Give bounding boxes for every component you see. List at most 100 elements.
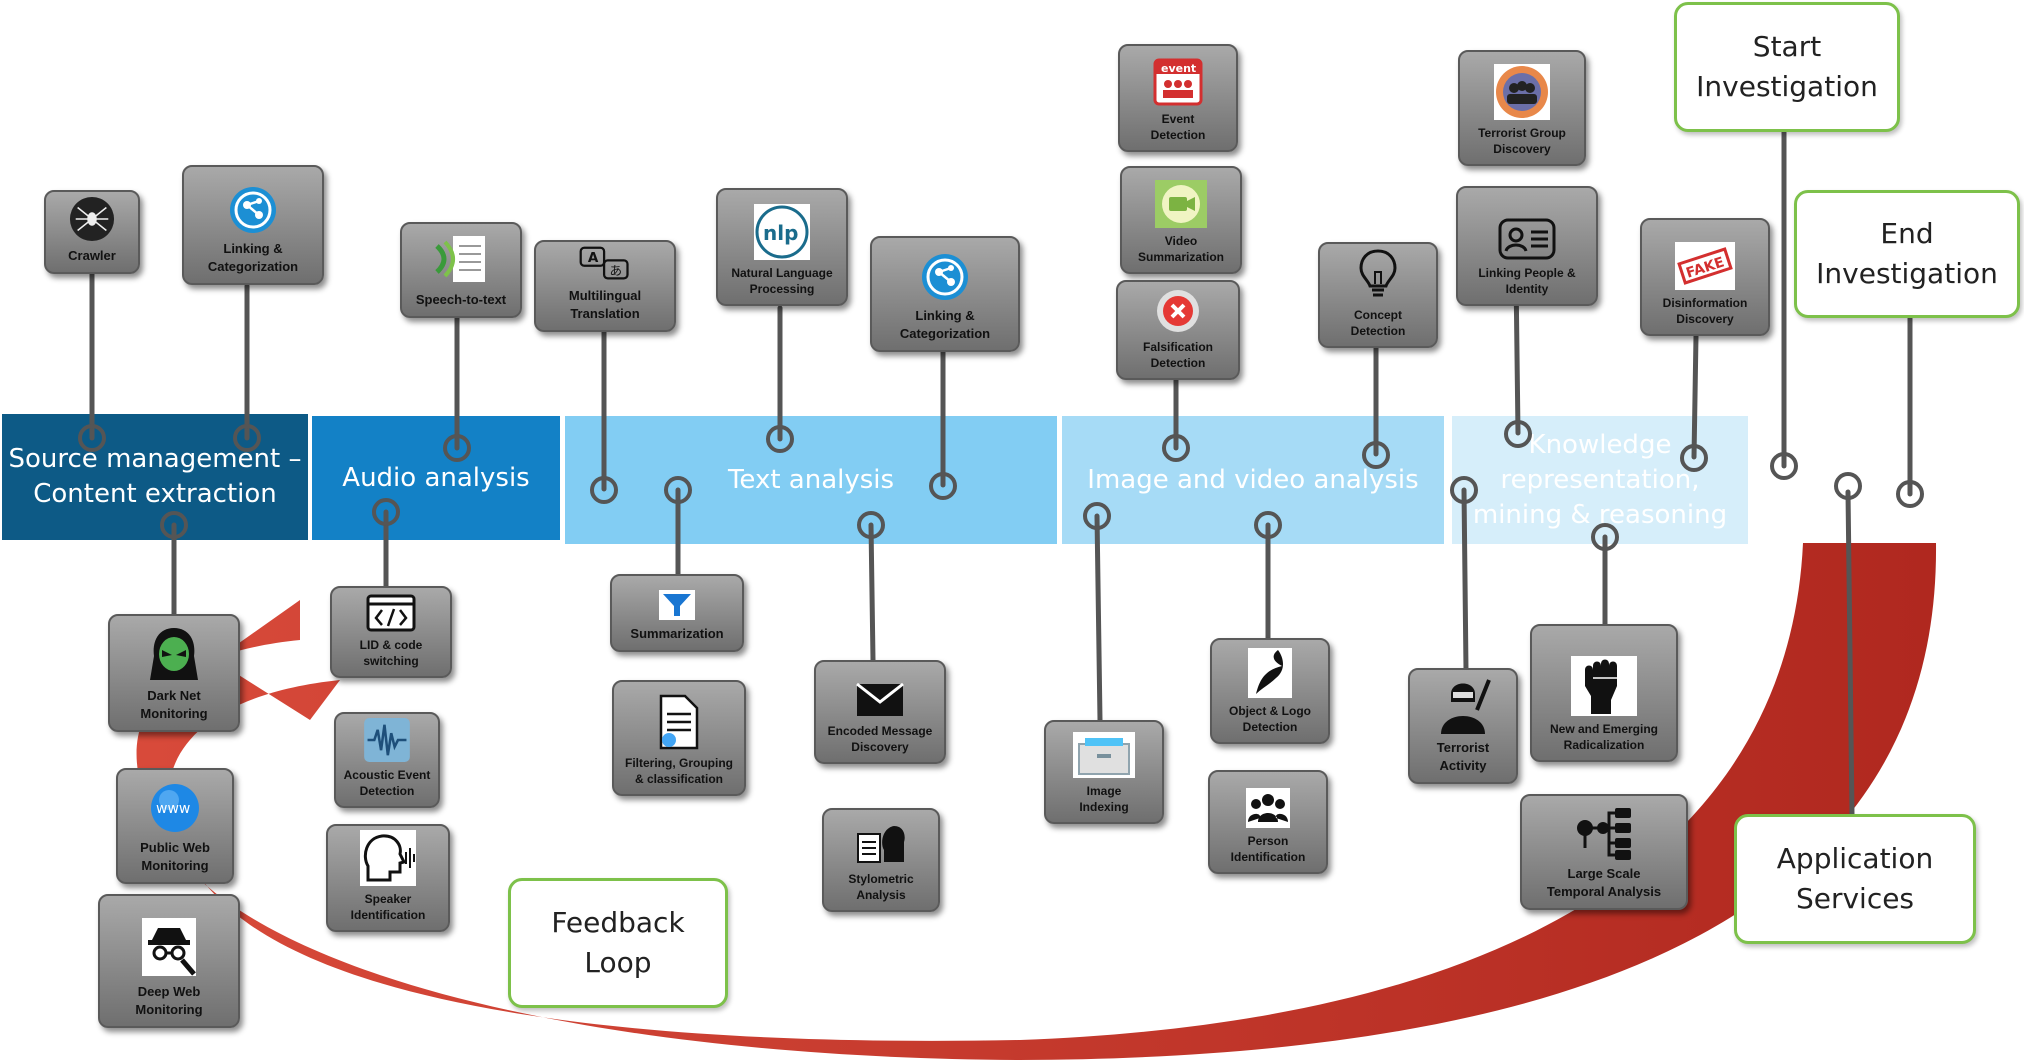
card-linking-people-identity[interactable]: Linking People & Identity bbox=[1456, 186, 1598, 306]
connector-dot bbox=[1896, 480, 1924, 508]
card-object-logo-detection[interactable]: Object & Logo Detection bbox=[1210, 638, 1330, 744]
card-label: Video Summarization bbox=[1137, 234, 1224, 264]
logo-icon bbox=[1248, 648, 1292, 698]
connector-dot bbox=[372, 498, 400, 526]
connector-dot bbox=[664, 476, 692, 504]
card-label: Concept Detection bbox=[1350, 308, 1406, 338]
card-new-emerging-radicalization[interactable]: New and Emerging Radicalization bbox=[1530, 624, 1678, 762]
card-label: Falsification Detection bbox=[1142, 340, 1213, 370]
speech-icon bbox=[435, 236, 485, 282]
card-concept-detection[interactable]: Concept Detection bbox=[1318, 242, 1438, 348]
start-investigation-box[interactable]: Start Investigation bbox=[1674, 2, 1900, 132]
application-services-box[interactable]: Application Services bbox=[1734, 814, 1976, 944]
card-natural-language-processing[interactable]: nlp Natural Language Processing bbox=[716, 188, 848, 306]
connector-dot bbox=[233, 424, 261, 452]
connector-dot bbox=[1591, 523, 1619, 551]
connector-dot bbox=[857, 511, 885, 539]
card-deep-web-monitoring[interactable]: Deep Web Monitoring bbox=[98, 894, 240, 1028]
card-speaker-identification[interactable]: Speaker Identification bbox=[326, 824, 450, 932]
card-terrorist-activity[interactable]: Terrorist Activity bbox=[1408, 668, 1518, 784]
card-label: Linking People & Identity bbox=[1478, 266, 1576, 296]
stylometry-icon bbox=[857, 826, 905, 863]
card-label: New and Emerging Radicalization bbox=[1549, 722, 1659, 752]
card-falsification-detection[interactable]: Falsification Detection bbox=[1116, 280, 1240, 380]
spider-icon bbox=[69, 196, 115, 242]
feedback-loop-box[interactable]: Feedback Loop bbox=[508, 878, 728, 1008]
card-label: Public Web Monitoring bbox=[140, 840, 210, 873]
card-event-detection[interactable]: event Event Detection bbox=[1118, 44, 1238, 152]
card-dark-net-monitoring[interactable]: Dark Net Monitoring bbox=[108, 614, 240, 732]
video-camera-icon bbox=[1155, 180, 1207, 228]
card-person-identification[interactable]: Person Identification bbox=[1208, 770, 1328, 874]
fake-stamp-icon: FAKE bbox=[1675, 242, 1735, 290]
band-audio-analysis: Audio analysis bbox=[312, 416, 560, 540]
translate-icon: A あ bbox=[579, 246, 629, 280]
card-label: Terrorist Group Discovery bbox=[1478, 126, 1566, 156]
card-linking-categorization-2[interactable]: Linking & Categorization bbox=[870, 236, 1020, 352]
card-label: Acoustic Event Detection bbox=[343, 768, 431, 798]
svg-text:event: event bbox=[1161, 62, 1196, 75]
card-crawler[interactable]: Crawler bbox=[44, 190, 140, 274]
waveform-icon bbox=[364, 718, 410, 762]
card-label: Encoded Message Discovery bbox=[827, 724, 933, 754]
connector-dot bbox=[1162, 434, 1190, 462]
card-acoustic-event-detection[interactable]: Acoustic Event Detection bbox=[334, 712, 440, 808]
connector-line bbox=[1845, 489, 1855, 817]
connector-dot bbox=[78, 424, 106, 452]
terrorist-icon bbox=[1441, 679, 1491, 734]
funnel-icon bbox=[659, 590, 695, 620]
card-encoded-message-discovery[interactable]: Encoded Message Discovery bbox=[814, 660, 946, 764]
connector-dot bbox=[766, 425, 794, 453]
card-label: Terrorist Activity bbox=[1436, 740, 1490, 773]
card-label: Dark Net Monitoring bbox=[140, 688, 208, 721]
band-image-video-analysis: Image and video analysis bbox=[1062, 416, 1444, 544]
card-label: Disinformation Discovery bbox=[1662, 296, 1748, 326]
document-icon bbox=[659, 694, 699, 750]
card-label: LID & code switching bbox=[359, 638, 423, 668]
svg-text:A: A bbox=[588, 250, 599, 266]
nlp-icon: nlp bbox=[754, 204, 810, 260]
connector-dot bbox=[1504, 420, 1532, 448]
card-multilingual-translation[interactable]: A あ Multilingual Translation bbox=[534, 240, 676, 332]
cross-circle-icon bbox=[1157, 290, 1199, 332]
card-linking-categorization-1[interactable]: Linking & Categorization bbox=[182, 165, 324, 285]
card-label: Linking & Categorization bbox=[207, 241, 299, 274]
card-label: Image Indexing bbox=[1079, 784, 1129, 814]
card-summarization[interactable]: Summarization bbox=[610, 574, 744, 652]
card-speech-to-text[interactable]: Speech-to-text bbox=[400, 222, 522, 318]
card-label: Crawler bbox=[68, 248, 116, 263]
group-icon bbox=[1494, 64, 1550, 120]
card-video-summarization[interactable]: Video Summarization bbox=[1120, 166, 1242, 274]
card-disinformation-discovery[interactable]: FAKE Disinformation Discovery bbox=[1640, 218, 1770, 336]
svg-text:nlp: nlp bbox=[763, 221, 798, 245]
card-label: Large Scale Temporal Analysis bbox=[1546, 866, 1662, 899]
card-label: Deep Web Monitoring bbox=[135, 984, 203, 1017]
connector-dot bbox=[1770, 452, 1798, 480]
card-label: Natural Language Processing bbox=[731, 266, 833, 296]
connector-dot bbox=[1362, 441, 1390, 469]
code-icon bbox=[366, 594, 416, 632]
id-card-icon bbox=[1498, 218, 1556, 260]
card-image-indexing[interactable]: Image Indexing bbox=[1044, 720, 1164, 824]
connector-dot bbox=[1450, 476, 1478, 504]
card-terrorist-group-discovery[interactable]: Terrorist Group Discovery bbox=[1458, 50, 1586, 166]
network-icon bbox=[230, 187, 276, 233]
card-public-web-monitoring[interactable]: www Public Web Monitoring bbox=[116, 768, 234, 884]
card-large-scale-temporal-analysis[interactable]: Large Scale Temporal Analysis bbox=[1520, 794, 1688, 910]
band-text-analysis: Text analysis bbox=[565, 416, 1057, 544]
end-investigation-box[interactable]: End Investigation bbox=[1794, 190, 2020, 318]
card-label: Person Identification bbox=[1230, 834, 1306, 864]
card-label: Summarization bbox=[630, 626, 724, 641]
card-filtering-grouping-classification[interactable]: Filtering, Grouping & classification bbox=[612, 680, 746, 796]
card-stylometric-analysis[interactable]: Stylometric Analysis bbox=[822, 808, 940, 912]
connector-dot bbox=[1834, 472, 1862, 500]
card-label: Linking & Categorization bbox=[899, 308, 991, 341]
card-label: Filtering, Grouping & classification bbox=[625, 756, 733, 786]
connector-line bbox=[868, 522, 876, 663]
connector-dot bbox=[443, 434, 471, 462]
connector-dot bbox=[590, 476, 618, 504]
connector-line bbox=[1461, 487, 1469, 673]
card-label: Multilingual Translation bbox=[568, 288, 642, 321]
card-lid-code-switching[interactable]: LID & code switching bbox=[330, 586, 452, 678]
connector-dot bbox=[160, 511, 188, 539]
